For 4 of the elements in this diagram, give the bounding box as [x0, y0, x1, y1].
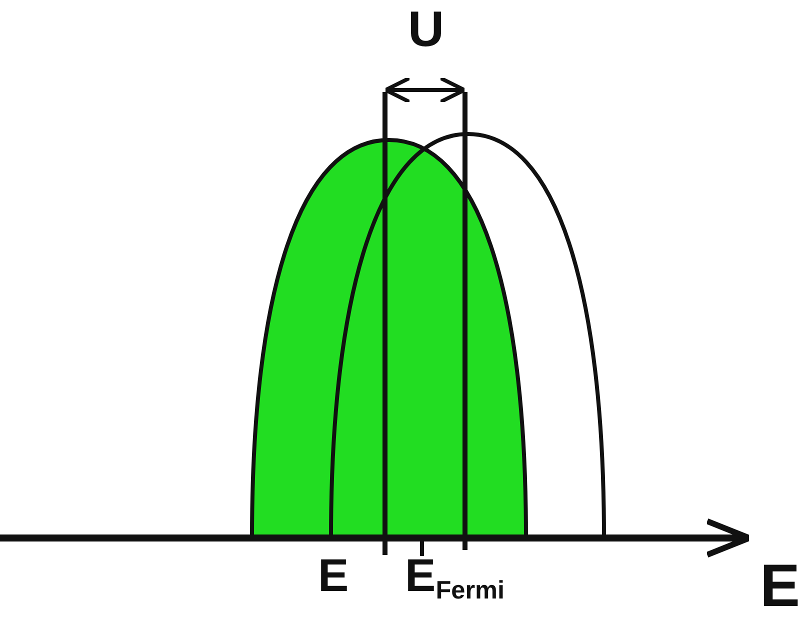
fermi-energy-label: E$_{Fermi}$: [405, 552, 505, 604]
axis-label: E: [760, 556, 800, 616]
voltage-label: U: [408, 4, 444, 54]
energy-level-label: E: [318, 552, 349, 598]
